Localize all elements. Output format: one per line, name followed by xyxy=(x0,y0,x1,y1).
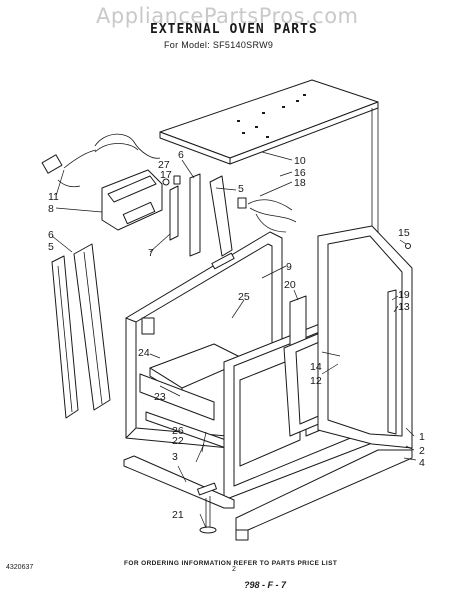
callout-12: 12 xyxy=(310,375,322,387)
callout-21: 21 xyxy=(172,509,184,521)
callout-4: 4 xyxy=(419,457,425,469)
callout-20: 20 xyxy=(284,279,296,291)
callout-3: 3 xyxy=(172,451,178,463)
callout-25: 25 xyxy=(238,291,250,303)
page-number: 2 xyxy=(232,566,236,573)
callout-26: 26 xyxy=(172,425,184,437)
right-side-panel xyxy=(317,225,413,449)
parts-diagram: 1 2 3 4 5 5 6 6 7 8 9 10 11 12 13 14 15 … xyxy=(41,79,425,541)
bottom-rail xyxy=(123,455,235,509)
callout-23: 23 xyxy=(154,391,166,403)
watermark: AppliancePartsPros.com xyxy=(96,4,359,28)
wire-harness xyxy=(237,197,297,233)
diagram-title: EXTERNAL OVEN PARTS xyxy=(150,22,318,37)
callout-1: 1 xyxy=(419,431,425,443)
callout-9: 9 xyxy=(286,261,292,273)
callout-8: 8 xyxy=(48,203,54,215)
callout-14: 14 xyxy=(310,361,322,373)
front-brackets xyxy=(162,173,233,257)
callout-24: 24 xyxy=(138,347,150,359)
toe-kick xyxy=(235,449,413,541)
callout-7: 7 xyxy=(148,247,154,259)
callout-15: 15 xyxy=(398,227,410,239)
document-number: 4320637 xyxy=(6,564,34,571)
callout-11: 11 xyxy=(48,191,59,203)
callout-17: 17 xyxy=(160,169,172,181)
callout-6: 6 xyxy=(48,229,54,241)
left-side-trim xyxy=(51,243,111,419)
callout-22: 22 xyxy=(172,435,184,447)
callout-16: 16 xyxy=(294,167,306,179)
callout-13: 13 xyxy=(398,301,410,313)
callout-27: 27 xyxy=(158,159,170,171)
callout-18: 18 xyxy=(294,177,306,189)
leader-lines xyxy=(51,151,417,529)
callout-5: 5 xyxy=(238,183,244,195)
page-code: ?98 - F - 7 xyxy=(244,580,287,590)
power-cord xyxy=(41,133,161,188)
leveling-leg xyxy=(197,482,217,534)
callout-6b: 6 xyxy=(178,149,184,161)
callout-5b: 5 xyxy=(48,241,54,253)
callout-19: 19 xyxy=(398,289,410,301)
callout-2: 2 xyxy=(419,445,425,457)
model-line: For Model: SF5140SRW9 xyxy=(164,40,274,50)
terminal-block xyxy=(101,169,163,231)
ordering-note: FOR ORDERING INFORMATION REFER TO PARTS … xyxy=(124,560,338,567)
callout-10: 10 xyxy=(294,155,306,167)
callout-numbers: 1 2 3 4 5 5 6 6 7 8 9 10 11 12 13 14 15 … xyxy=(48,149,425,521)
top-panel xyxy=(159,79,379,165)
